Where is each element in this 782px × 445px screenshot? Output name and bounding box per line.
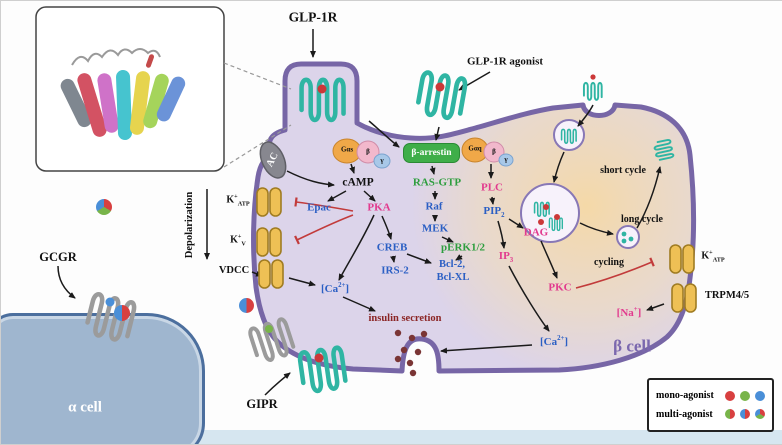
gs-protein-complex xyxy=(332,138,391,169)
protein-structure-inset xyxy=(35,6,292,172)
label-camp: cAMP xyxy=(342,176,374,189)
label-ca-bottom: [Ca2+] xyxy=(539,335,569,348)
large-vesicle xyxy=(520,183,580,243)
mono-agonist-label: mono-agonist xyxy=(656,390,714,402)
label-na: [Na+] xyxy=(616,306,642,319)
label-depolarization: Depolarization xyxy=(183,191,195,259)
vesicle-cluster xyxy=(520,119,640,249)
long-cycle-vesicle xyxy=(616,225,640,249)
legend: mono-agonist multi-agonist xyxy=(647,378,774,432)
label-pkc: PKC xyxy=(548,281,572,294)
label-insulin-secretion: insulin secretion xyxy=(368,312,442,324)
label-pip2: PIP2 xyxy=(483,205,505,220)
label-cycling: cycling xyxy=(594,257,624,268)
multi-agonist-dot xyxy=(114,305,130,321)
mono-agonist-dot xyxy=(725,390,735,401)
inset-connector-lines xyxy=(223,62,292,168)
label-pka: PKA xyxy=(367,201,391,214)
label-irs2: IRS-2 xyxy=(381,264,409,277)
short-cycle-vesicle xyxy=(553,119,585,151)
agonist-ligand-dot xyxy=(314,353,324,363)
inhibition-lines xyxy=(294,197,655,289)
label-glp1r-agonist: GLP-1R agonist xyxy=(466,55,544,68)
mono-agonist-dot xyxy=(755,390,765,401)
glp1r-agonist-receptor-icon xyxy=(417,72,467,120)
gip-ligand-dot xyxy=(265,325,273,333)
adenylyl-cyclase xyxy=(259,141,287,179)
label-dag: DAG xyxy=(523,226,549,239)
label-bclxl: Bcl-XL xyxy=(436,271,470,283)
label-ip3: IP3 xyxy=(498,250,514,265)
protein-structure xyxy=(60,48,186,140)
label-kv: K+V xyxy=(230,233,246,248)
multi-agonist-dot xyxy=(740,409,750,420)
multi-agonist-label: multi-agonist xyxy=(656,408,713,420)
legend-row-mono: mono-agonist xyxy=(656,390,765,401)
label-gcgr: GCGR xyxy=(39,249,77,264)
gq-protein-complex xyxy=(461,137,514,167)
multi-agonist-dot xyxy=(96,199,112,215)
label-raf: Raf xyxy=(425,200,443,213)
label-katp-right: K+ATP xyxy=(701,249,725,264)
beta-arrestin-node: β-arrestin xyxy=(403,143,460,163)
label-g-beta: β xyxy=(366,147,370,156)
label-glp1r: GLP-1R xyxy=(288,9,338,25)
label-katp-left: K+ATP xyxy=(226,193,250,208)
signal-arrows xyxy=(57,29,665,396)
label-bcl2: Bcl-2, xyxy=(439,258,465,270)
multi-agonist-dot xyxy=(725,409,735,420)
label-g-gamma: γ xyxy=(380,156,384,165)
label-g-alpha-s: Gαs xyxy=(340,145,354,154)
agonist-ligand-dot xyxy=(317,84,327,94)
label-vdcc: VDCC xyxy=(218,264,250,276)
label-perk: pERK1/2 xyxy=(440,241,486,254)
agonist-ligand-dot xyxy=(435,82,445,92)
multi-agonist-dot xyxy=(239,298,254,313)
agonist-ligand-dot xyxy=(590,74,596,80)
label-ca-left: [Ca2+] xyxy=(320,282,350,295)
endocytic-pit-receptor-icon xyxy=(582,81,603,101)
alpha-cell-label: α cell xyxy=(68,399,102,416)
label-trpm45: TRPM4/5 xyxy=(704,289,750,301)
label-creb: CREB xyxy=(376,241,408,254)
legend-row-multi: multi-agonist xyxy=(656,409,765,420)
insulin-granules xyxy=(394,329,428,377)
alpha-cell: α cell xyxy=(1,313,205,444)
label-ras-gtp: RAS-GTP xyxy=(412,176,462,189)
mono-agonist-dot xyxy=(740,390,750,401)
label-short-cycle: short cycle xyxy=(600,165,646,176)
label-long-cycle: long cycle xyxy=(621,214,663,225)
glucagon-ligand-dot xyxy=(105,297,115,307)
label-g-gamma-2: γ xyxy=(504,155,508,164)
label-g-alpha-q: Gαq xyxy=(468,144,482,153)
multi-agonist-dot xyxy=(755,409,765,420)
label-beta-cell: β cell xyxy=(613,336,651,356)
label-plc: PLC xyxy=(481,181,503,194)
label-mek: MEK xyxy=(421,222,449,235)
beta-arrestin-label: β-arrestin xyxy=(411,148,452,158)
label-g-beta-2: β xyxy=(492,147,496,156)
label-epac: Epac xyxy=(307,201,331,214)
label-gipr: GIPR xyxy=(246,396,278,411)
